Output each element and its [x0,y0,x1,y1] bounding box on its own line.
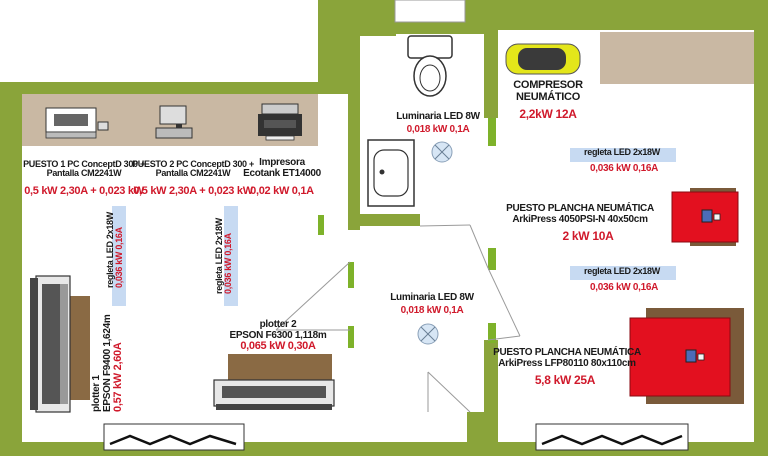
compresor-label: COMPRESOR NEUMÁTICO [513,79,583,103]
wall-left-top [0,82,322,94]
right-counter [600,32,754,84]
regleta1-power: 0,036 kW 0,16A [114,227,125,288]
wall-stubs [318,118,496,348]
ceiling-light-top-icon [431,141,453,163]
plancha2-power: 5,8 kW 25A [534,373,596,387]
stub-left-room [318,215,324,235]
puesto2-label: PUESTO 2 PC ConceptD 300 + Pantalla CM22… [132,159,254,179]
stub-right-mid [488,248,496,270]
door-swing-3b [487,335,521,341]
plancha1-line2: ArkiPress 4050PSI-N 40x50cm [512,213,648,225]
printer-icon [258,103,302,141]
top-door-opening [394,0,466,23]
window-right [535,423,689,451]
compresor-line1: COMPRESOR [513,79,583,91]
ceiling-light-bottom-icon [417,323,439,345]
regleta2-label: regleta LED 2x18W 0,036 kW 0,16A [214,218,234,294]
plotter2-line1: plotter 2 [259,319,297,330]
compressor-icon [505,43,581,75]
door-swing-4 [427,371,471,413]
stub-mid-left [348,326,354,348]
press1-icon [671,188,739,246]
stub-right-lower [488,323,496,343]
plancha1-line1: PUESTO PLANCHA NEUMÁTICA [506,203,654,214]
compresor-power: 2,2kW 12A [519,107,577,121]
plotter1-label: plotter 1 EPSON F9400 1,624m 0,57 kW 2,6… [91,315,125,412]
plancha2-label: PUESTO PLANCHA NEUMÁTICA ArkiPress LFP80… [493,347,641,369]
lum-top-power: 0,018 kW 0,1A [406,124,470,135]
plotter2-icon [213,354,335,410]
wall-mid-right-upper [484,22,498,118]
plotter1-icon [30,275,90,413]
wall-bath-bottom [348,214,420,226]
led-strip-left-2 [224,206,238,306]
stub-bath-left [348,262,354,288]
compresor-line2: NEUMÁTICO [516,90,580,103]
puesto1-label: PUESTO 1 PC ConceptD 300 + Pantalla CM22… [23,159,145,179]
window-left [103,423,245,451]
regleta1-label: regleta LED 2x18W 0,036 kW 0,16A [105,212,125,288]
plancha2-line1: PUESTO PLANCHA NEUMÁTICA [493,347,641,358]
plotter2-power: 0,065 kW 0,30A [240,340,316,352]
wall-mid-right-lower [484,340,498,456]
lum-bottom-label: Luminaria LED 8W [390,292,474,303]
stub-right-upper [488,118,496,146]
lum-top-label: Luminaria LED 8W [396,111,480,122]
puesto2-line1: PUESTO 2 PC ConceptD 300 + [132,159,254,169]
pc2-icon [155,105,193,139]
plancha1-power: 2 kW 10A [562,229,614,243]
sink-icon [367,139,415,207]
door-swings [275,224,521,413]
pc1-icon [45,107,109,139]
wall-bath-top [348,22,498,34]
puesto1-line1: PUESTO 1 PC ConceptD 300 + [23,159,145,169]
press2-icon [629,308,744,404]
led-strip-right-2 [570,266,676,280]
door-swing-2 [419,224,471,227]
regleta2-power: 0,036 kW 0,16A [223,233,234,294]
impresora-power: 0,02 kW 0,1A [250,185,314,197]
puesto1-power: 0,5 kW 2,30A + 0,023 kW [24,185,144,197]
impresora-line1: Impresora [259,157,305,168]
regleta-mid-power: 0,036 kW 0,16A [589,282,659,293]
plotter2-label: plotter 2 EPSON F6300 1,118m 0,065 kW 0,… [229,319,327,353]
regleta-top-power: 0,036 kW 0,16A [589,163,659,174]
impresora-line2: Ecotank ET14000 [243,167,321,179]
plotter1-line1: plotter 1 [91,375,102,412]
door-swing-2b [469,224,489,269]
plancha2-line2: ArkiPress LFP80110 80x110cm [498,357,636,369]
regleta-mid-label: regleta LED 2x18W [584,266,660,276]
impresora-label: Impresora Ecotank ET14000 [243,157,321,179]
wall-left-outer [0,82,22,456]
regleta-top-label: regleta LED 2x18W [584,147,660,157]
plotter1-power: 0,57 kW 2,60A [112,342,124,412]
led-strip-left-1 [112,206,126,306]
puesto2-line2: Pantalla CM2241W [155,168,231,179]
puesto2-power: 0,5 kW 2,30A + 0,023 kW [133,185,253,197]
door-swing-3 [487,267,521,337]
wall-mid-bottom [467,412,487,456]
toilet-icon [407,35,453,97]
led-strip-right-1 [570,148,676,162]
puesto1-line2: Pantalla CM2241W [46,168,122,179]
plancha1-label: PUESTO PLANCHA NEUMÁTICA ArkiPress 4050P… [506,203,654,225]
wall-bath-left [348,0,360,230]
wall-top-right [465,0,768,30]
lum-bottom-power: 0,018 kW 0,1A [400,305,464,316]
plotter2-line2: EPSON F6300 1,118m [229,329,327,341]
door-swing-1 [275,261,351,331]
wall-right-outer [754,0,768,456]
